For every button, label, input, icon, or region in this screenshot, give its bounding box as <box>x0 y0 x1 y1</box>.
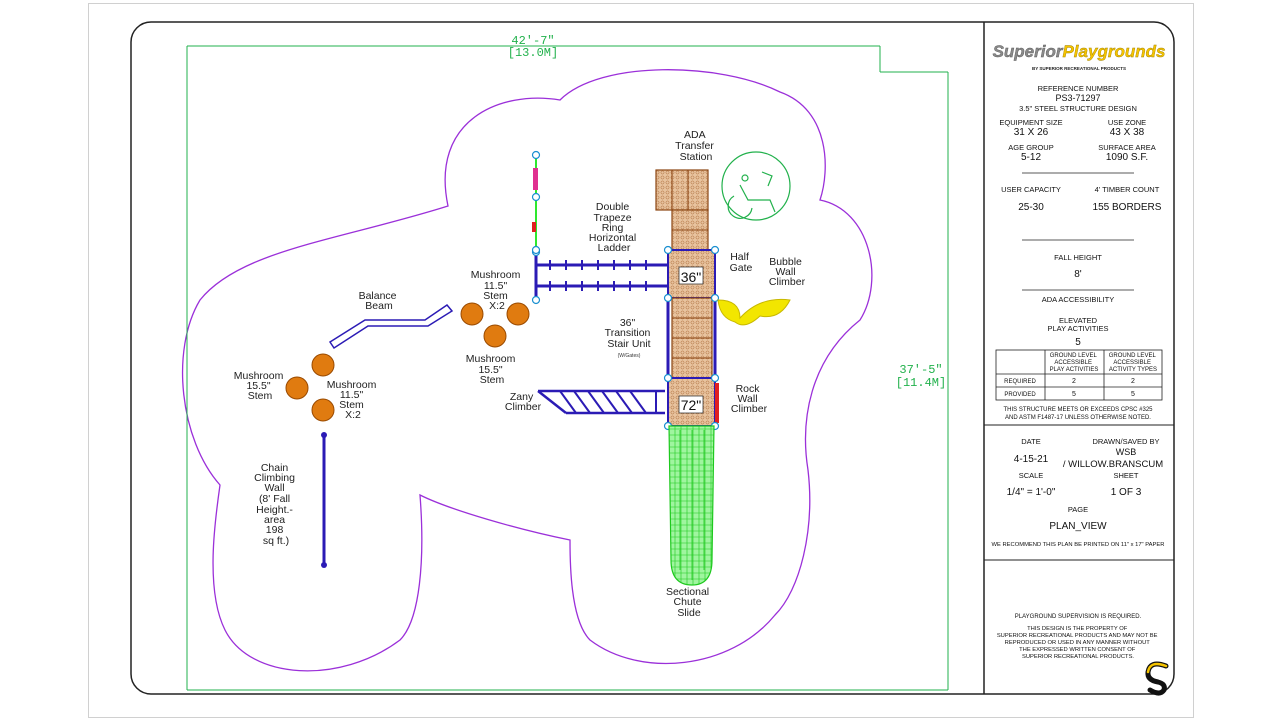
balance-beam <box>328 303 454 350</box>
label-ada-transfer-station: ADA Transfer Station <box>675 129 717 163</box>
zany-climber <box>537 389 665 415</box>
scale: 1/4" = 1'-0" <box>1007 487 1056 498</box>
page-label: PAGE <box>1068 505 1088 514</box>
title-block: SuperiorPlaygrounds BY SUPERIOR RECREATI… <box>984 42 1174 696</box>
fall-height-label: FALL HEIGHT <box>1054 253 1102 262</box>
rock-wall-panel <box>715 383 719 423</box>
elevated-value: 5 <box>1075 337 1081 348</box>
accessibility-table <box>995 349 1163 401</box>
age-group-label: AGE GROUP <box>1008 143 1053 152</box>
table-row-required-label: REQUIRED <box>1004 379 1036 385</box>
dimension-lines <box>186 45 949 691</box>
fall-height: 8' <box>1074 269 1082 280</box>
superior-s-logo <box>1145 661 1169 696</box>
ref-number: PS3-71297 <box>1055 93 1100 103</box>
compliance-line-1: THIS STRUCTURE MEETS OR EXCEEDS CPSC #32… <box>1003 407 1153 413</box>
drawing-sheet <box>88 3 1194 718</box>
brand-tagline: BY SUPERIOR RECREATIONAL PRODUCTS <box>1032 66 1126 71</box>
use-zone-label: USE ZONE <box>1108 118 1146 127</box>
deck-36-label: 36" <box>681 269 702 285</box>
ada-wheelchair-icon <box>721 151 791 221</box>
ada-transfer-station <box>655 169 709 211</box>
ref-label: REFERENCE NUMBER <box>1038 84 1119 93</box>
equipment-size-label: EQUIPMENT SIZE <box>999 118 1062 127</box>
brand-logo-text: SuperiorPlaygrounds <box>993 42 1166 61</box>
trapeze-ring-bar <box>531 150 541 255</box>
drawn-label: DRAWN/SAVED BY <box>1092 437 1159 446</box>
sheet-label: SHEET <box>1113 471 1138 480</box>
height-dimension-ft: 37'-5" <box>899 363 942 377</box>
date: 4-15-21 <box>1014 454 1049 465</box>
timber-count-label: 4' TIMBER COUNT <box>1095 185 1160 194</box>
elevated-label-2: PLAY ACTIVITIES <box>1048 324 1109 333</box>
elevated-label-1: ELEVATED <box>1059 316 1098 325</box>
print-note: WE RECOMMEND THIS PLAN BE PRINTED ON 11"… <box>992 542 1165 548</box>
mushroom-stepper-group-left <box>285 353 335 422</box>
label-rock-wall-climber: Rock Wall Climber <box>731 383 768 415</box>
equipment-size: 31 X 26 <box>1014 127 1049 138</box>
ada-accessibility-label: ADA ACCESSIBILITY <box>1042 295 1115 304</box>
label-sectional-chute-slide: Sectional Chute Slide <box>666 586 712 619</box>
width-dimension-m: [13.0M] <box>508 46 558 60</box>
label-mushroom-mid: Mushroom 15.5" Stem <box>466 353 519 386</box>
drawn-by-name: / WILLOW.BRANSCUM <box>1063 459 1163 470</box>
bubble-wall-climber <box>717 298 791 326</box>
label-mushroom-left: Mushroom 15.5" Stem <box>234 370 287 402</box>
table-row-provided-a: 5 <box>1072 391 1076 398</box>
sheet: 1 OF 3 <box>1111 487 1142 498</box>
drawing-border <box>130 21 1175 695</box>
drawn-by-initials: WSB <box>1116 447 1137 457</box>
width-dimension-ft: 42'-7" <box>511 34 554 48</box>
date-label: DATE <box>1021 437 1040 446</box>
user-capacity-label: USER CAPACITY <box>1001 185 1061 194</box>
table-col1-header: GROUND LEVEL ACCESSIBLE PLAY ACTIVITIES <box>1050 353 1099 373</box>
surface-area: 1090 S.F. <box>1106 152 1148 163</box>
label-chain-climbing-wall: Chain Climbing Wall (8' Fall Height.- ar… <box>254 462 298 547</box>
deck-72-label: 72" <box>681 397 702 413</box>
supervision-note: PLAYGROUND SUPERVISION IS REQUIRED. <box>1015 614 1142 620</box>
label-half-gate: Half Gate <box>730 251 753 274</box>
table-row-provided-label: PROVIDED <box>1004 392 1036 398</box>
user-capacity: 25-30 <box>1018 202 1044 213</box>
age-group: 5-12 <box>1021 152 1041 163</box>
label-transition-note: (W/Gates) <box>618 353 641 359</box>
label-mushroom-top: Mushroom 11.5" Stem X:2 <box>471 269 524 312</box>
compliance-line-2: AND ASTM F1487-17 UNLESS OTHERWISE NOTED… <box>1005 415 1151 421</box>
structure-design: 3.5" STEEL STRUCTURE DESIGN <box>1019 104 1137 113</box>
horizontal-ladder <box>534 252 668 300</box>
label-balance-beam: Balance Beam <box>359 290 400 312</box>
mushroom-stepper-group-top <box>460 302 530 348</box>
structure-posts <box>663 245 720 431</box>
surface-area-label: SURFACE AREA <box>1098 143 1156 152</box>
height-dimension-m: [11.4M] <box>896 376 946 390</box>
table-row-required-b: 2 <box>1131 378 1135 385</box>
table-row-provided-b: 5 <box>1131 391 1135 398</box>
label-mushroom-left2: Mushroom 11.5" Stem X:2 <box>327 379 380 421</box>
sectional-chute-slide <box>668 425 715 586</box>
use-zone: 43 X 38 <box>1110 127 1145 138</box>
label-zany-climber: Zany Climber <box>505 391 542 413</box>
timber-count: 155 BORDERS <box>1093 202 1162 213</box>
table-col2-header: GROUND LEVEL ACCESSIBLE ACTIVITY TYPES <box>1109 353 1157 373</box>
scale-label: SCALE <box>1019 471 1044 480</box>
label-transition-stair: 36" Transition Stair Unit <box>605 317 654 350</box>
copyright-note: THIS DESIGN IS THE PROPERTY OF SUPERIOR … <box>997 626 1159 660</box>
page: PLAN_VIEW <box>1049 521 1107 532</box>
label-bubble-wall-climber: Bubble Wall Climber <box>769 256 806 288</box>
label-trapeze-ladder: Double Trapeze Ring Horizontal Ladder <box>589 201 639 254</box>
ladder-rungs <box>549 260 647 291</box>
use-zone-outline <box>181 69 873 672</box>
table-row-required-a: 2 <box>1072 378 1076 385</box>
